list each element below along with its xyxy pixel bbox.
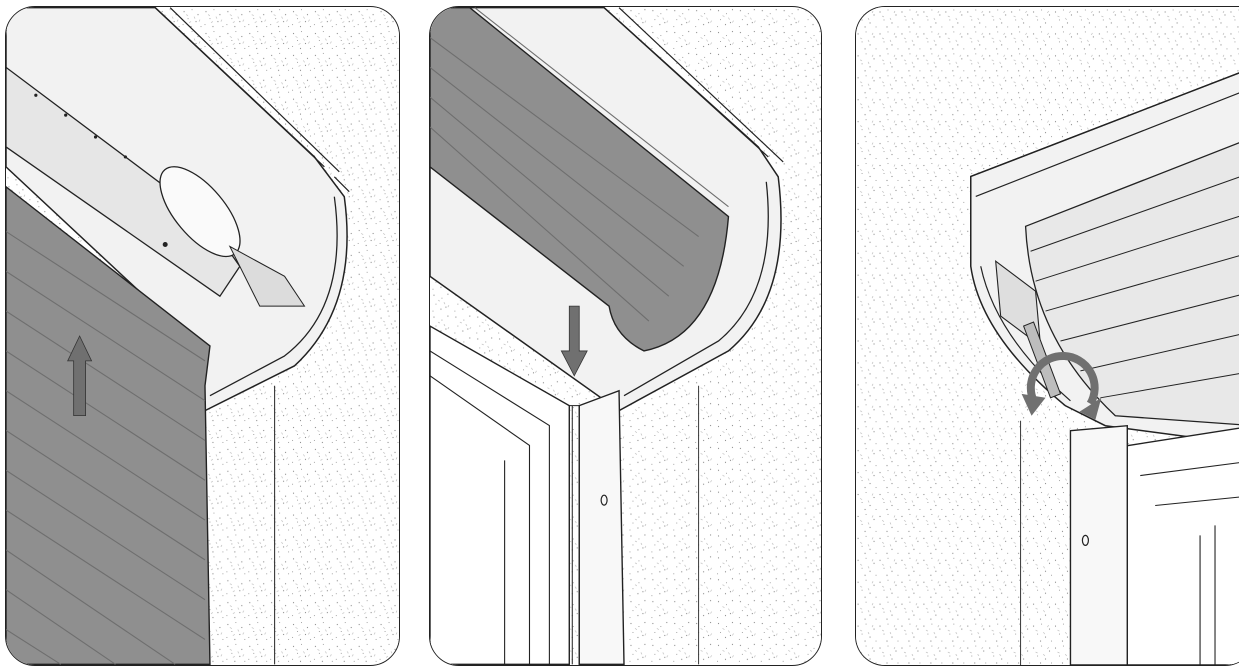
step-3-illustration (856, 7, 1239, 665)
step-panel-1 (5, 6, 400, 666)
rolled-shutter (430, 7, 730, 352)
step-2-illustration (430, 7, 821, 665)
guide-rail (1069, 424, 1128, 665)
up-arrow-icon (67, 335, 93, 416)
rotate-arrows-icon (1021, 352, 1102, 420)
guide-rail (578, 389, 625, 665)
shutter-curtain (6, 185, 211, 665)
window-frame (1126, 427, 1239, 665)
step-panel-2 (429, 6, 822, 666)
down-arrow-icon (560, 305, 588, 377)
step-panel-3 (855, 6, 1239, 666)
rolled-shutter (1024, 142, 1239, 426)
housing-end-cap (209, 196, 338, 397)
step-1-illustration (6, 7, 399, 665)
